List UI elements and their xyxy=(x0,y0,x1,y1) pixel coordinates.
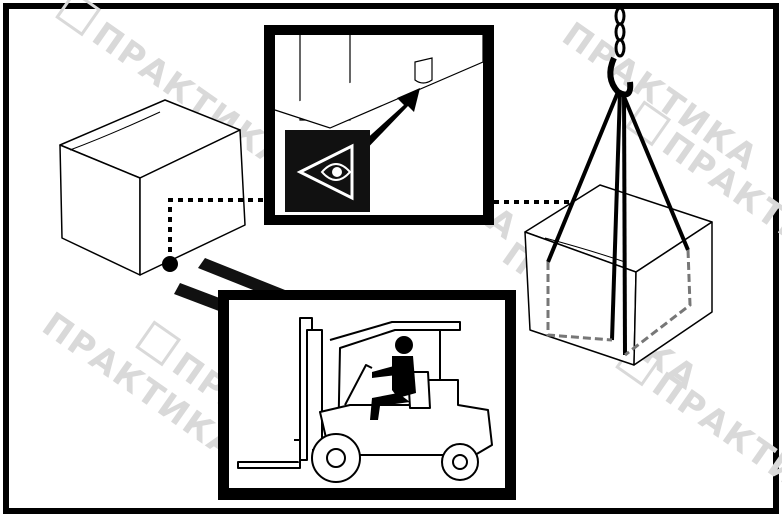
anchor-dot-left xyxy=(162,256,178,272)
eye-symbol-panel xyxy=(285,130,370,212)
fork-pocket-inset xyxy=(264,25,494,225)
forklift-inset xyxy=(218,290,516,500)
